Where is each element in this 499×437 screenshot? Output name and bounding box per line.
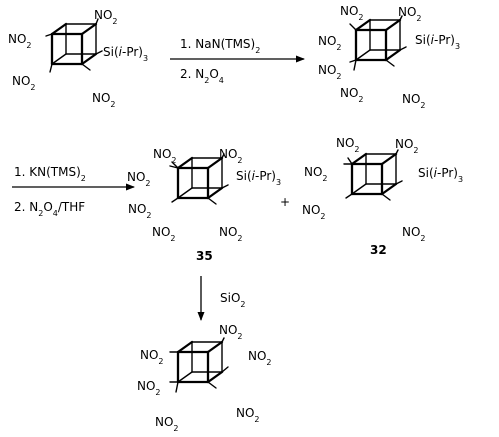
silyl-label: Si(i-Pr)3 xyxy=(418,166,463,184)
nitro-label: NO2 xyxy=(398,5,422,23)
molecule-35 xyxy=(169,153,229,205)
nitro-label: NO2 xyxy=(318,63,342,81)
cubane-skeleton xyxy=(50,22,98,66)
molecule-hexanitro xyxy=(169,337,229,393)
cubane-skeleton xyxy=(176,156,224,200)
compound-number-35: 35 xyxy=(196,249,213,263)
compound-number-32: 32 xyxy=(370,243,387,257)
molecule-tetranitro-silyl xyxy=(45,18,103,73)
nitro-label: NO2 xyxy=(127,170,151,188)
nitro-label: NO2 xyxy=(219,225,243,243)
molecule-32 xyxy=(343,149,403,201)
step3-reagent: SiO2 xyxy=(220,291,246,309)
nitro-label: NO2 xyxy=(92,91,116,109)
nitro-label: NO2 xyxy=(336,136,360,154)
step2-condition-1: 1. KN(TMS)2 xyxy=(14,165,86,183)
cubane-skeleton xyxy=(350,152,398,196)
silyl-label: Si(i-Pr)3 xyxy=(236,169,281,187)
nitro-label: NO2 xyxy=(340,86,364,104)
nitro-label: NO2 xyxy=(395,137,419,155)
nitro-label: NO2 xyxy=(94,8,118,26)
nitro-label: NO2 xyxy=(219,147,243,165)
nitro-label: NO2 xyxy=(8,32,32,50)
silyl-label: Si(i-Pr)3 xyxy=(415,33,460,51)
nitro-label: NO2 xyxy=(155,415,179,433)
nitro-label: NO2 xyxy=(153,147,177,165)
cubane-skeleton xyxy=(176,340,224,384)
nitro-label: NO2 xyxy=(340,4,364,22)
nitro-label: NO2 xyxy=(248,349,272,367)
nitro-label: NO2 xyxy=(152,225,176,243)
cubane-skeleton xyxy=(354,18,402,62)
nitro-label: NO2 xyxy=(12,74,36,92)
step1-condition-2: 2. N2O4 xyxy=(180,67,224,85)
nitro-label: NO2 xyxy=(128,202,152,220)
nitro-label: NO2 xyxy=(304,165,328,183)
silyl-label: Si(i-Pr)3 xyxy=(103,45,148,63)
nitro-label: NO2 xyxy=(236,406,260,424)
nitro-label: NO2 xyxy=(219,323,243,341)
nitro-label: NO2 xyxy=(137,379,161,397)
nitro-label: NO2 xyxy=(402,92,426,110)
nitro-label: NO2 xyxy=(140,348,164,366)
step1-condition-1: 1. NaN(TMS)2 xyxy=(180,37,260,55)
molecule-pentanitro-silyl xyxy=(349,15,407,71)
nitro-label: NO2 xyxy=(318,34,342,52)
nitro-label: NO2 xyxy=(302,203,326,221)
nitro-label: NO2 xyxy=(402,225,426,243)
plus-sign: + xyxy=(280,195,290,209)
step2-condition-2: 2. N2O4/THF xyxy=(14,200,85,218)
